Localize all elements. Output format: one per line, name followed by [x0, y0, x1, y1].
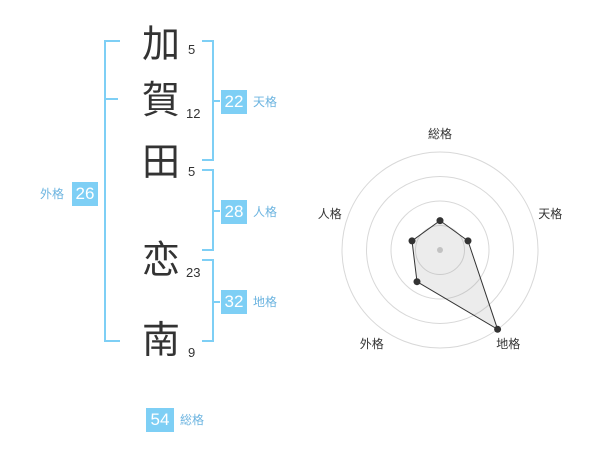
stroke-count-5: 9 — [188, 345, 196, 360]
chikaku-label: 地格 — [253, 295, 278, 309]
stroke-count-4: 23 — [186, 265, 201, 280]
gaikaku-label: 外格 — [40, 187, 65, 201]
radar-polygon — [411, 219, 499, 331]
name-char-2: 賀 — [141, 78, 180, 122]
jinkaku-label: 人格 — [253, 205, 278, 219]
radar-ring-1 — [415, 225, 465, 275]
radar-axis-label-2: 天格 — [538, 206, 562, 221]
tenkaku-value: 22 — [221, 90, 247, 114]
gaikaku-value: 26 — [72, 182, 98, 206]
chikaku-bracket — [202, 259, 214, 342]
chikaku-tick — [212, 301, 220, 303]
gaikaku-bracket — [104, 40, 120, 342]
jinkaku-value: 28 — [221, 200, 247, 224]
tenkaku-tick — [212, 100, 220, 102]
chikaku-value: 32 — [221, 290, 247, 314]
radar-center-dot — [437, 247, 443, 253]
radar-axis-label-3: 地格 — [496, 336, 520, 351]
radar-point-3 — [494, 325, 502, 333]
name-char-5: 南 — [141, 318, 180, 362]
radar-axis-label-5: 人格 — [318, 206, 342, 221]
radar-ring-2 — [390, 200, 490, 300]
soukaku-label: 総格 — [180, 413, 205, 427]
radar-axis-label-1: 総格 — [428, 126, 452, 141]
tenkaku-label: 天格 — [253, 95, 278, 109]
soukaku-value: 54 — [146, 408, 174, 432]
radar-ring-4 — [341, 151, 539, 349]
radar-point-2 — [464, 237, 472, 245]
name-char-1: 加 — [141, 22, 180, 66]
name-char-4: 恋 — [141, 238, 180, 282]
stroke-count-2: 12 — [186, 106, 201, 121]
stroke-count-3: 5 — [188, 164, 196, 179]
radar-ring-3 — [366, 176, 514, 324]
jinkaku-tick — [212, 210, 220, 212]
radar-axis-label-4: 外格 — [360, 336, 384, 351]
gaikaku-tick — [104, 98, 118, 100]
name-char-3: 田 — [141, 140, 180, 184]
radar-point-4 — [413, 278, 421, 286]
stroke-count-1: 5 — [188, 42, 196, 57]
radar-point-1 — [436, 217, 444, 225]
radar-point-5 — [408, 237, 416, 245]
